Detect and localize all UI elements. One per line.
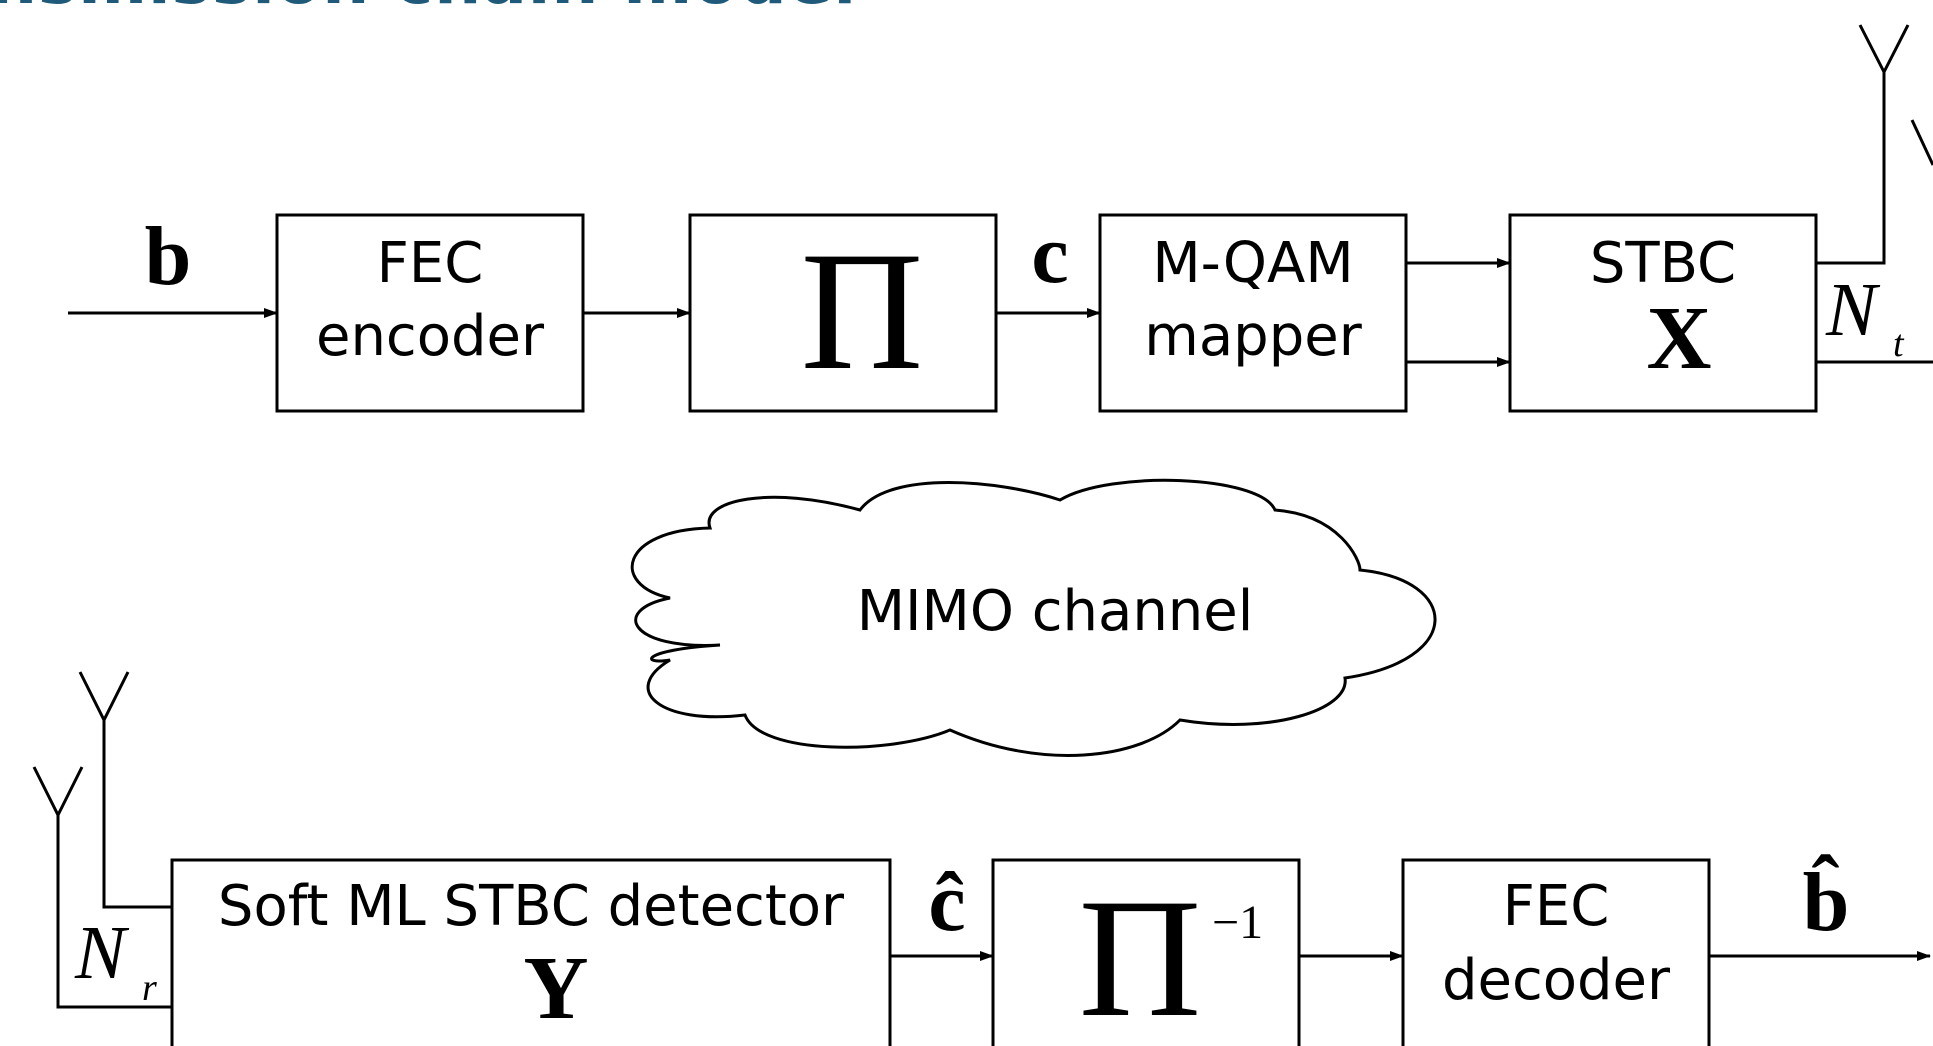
tx-antenna-2-stub [1910, 119, 1933, 166]
tx-antenna-count-sub: t [1893, 323, 1905, 365]
stbc-matrix-symbol: X [1647, 289, 1712, 388]
tx-antenna-1-icon [1858, 24, 1910, 76]
stbc-encoder-box [1508, 213, 1818, 413]
rx-antenna-count-base: N [74, 911, 130, 995]
detector-matrix-symbol: Y [524, 939, 589, 1038]
input-bits-symbol: b [145, 210, 192, 303]
rx-antenna-feed-2 [56, 813, 172, 1009]
fec-decoder-label-line1: FEC [1503, 874, 1610, 939]
mimo-channel-cloud [630, 478, 1437, 757]
slide-title: nsmission chain model [0, 0, 857, 19]
fec-encoder-label-line2: encoder [316, 304, 545, 369]
soft-output-symbol: ĉ [928, 856, 965, 949]
detector-box [170, 858, 892, 1046]
tx-antenna-feed-1 [1816, 70, 1886, 265]
rx-antenna-count-sub: r [142, 967, 157, 1009]
stbc-label: STBC [1590, 231, 1736, 296]
mimo-channel-label: MIMO channel [857, 579, 1254, 644]
deinterleaver-exponent: −1 [1212, 896, 1263, 949]
rx-antenna-2-icon [32, 766, 84, 819]
rx-antenna-feed-1 [102, 718, 172, 909]
decoded-bits-symbol: b̂ [1803, 854, 1850, 949]
mapper-label-line1: M-QAM [1152, 231, 1353, 296]
fec-decoder-box [1401, 858, 1711, 1046]
mapper-label-line2: mapper [1144, 304, 1362, 369]
fec-encoder-label-line1: FEC [377, 231, 484, 296]
fec-decoder-label-line2: decoder [1442, 948, 1671, 1013]
rx-antenna-1-icon [78, 671, 130, 724]
tx-antenna-count-base: N [1825, 268, 1881, 352]
deinterleaver-box [991, 858, 1301, 1046]
mapper-box [1098, 213, 1408, 413]
coded-bits-symbol: c [1031, 208, 1068, 301]
interleaver-symbol: Π [801, 217, 924, 405]
detector-label: Soft ML STBC detector [218, 874, 845, 939]
deinterleaver-symbol: Π [1079, 864, 1202, 1046]
